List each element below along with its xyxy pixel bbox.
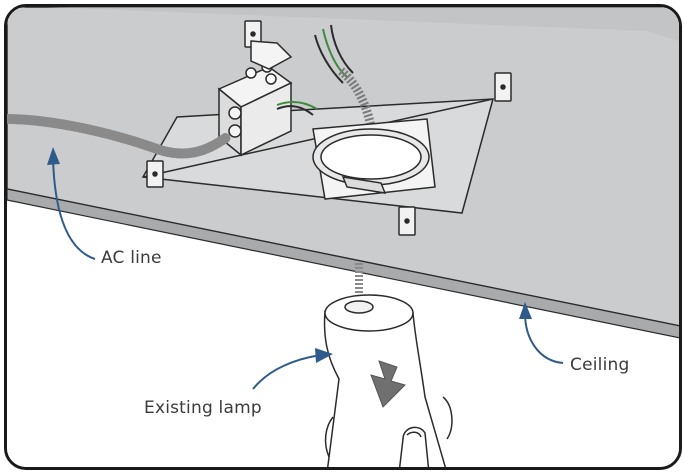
lamp-leader-arrow bbox=[252, 354, 322, 390]
down-arrow-icon bbox=[370, 360, 406, 408]
leader-arrows bbox=[47, 147, 564, 390]
recessed-housing bbox=[312, 118, 436, 200]
ceiling-back-wall bbox=[47, 7, 679, 42]
ceiling-arrowhead-icon bbox=[519, 302, 532, 319]
ceiling-leader-arrow bbox=[524, 312, 564, 364]
pointing-finger-icon bbox=[398, 426, 430, 467]
lamp-arrowhead-icon bbox=[315, 348, 333, 363]
ac-line-arrowhead-icon bbox=[47, 147, 60, 165]
diagram-frame: AC line Ceiling Existing lamp bbox=[4, 4, 682, 470]
installation-diagram bbox=[7, 7, 679, 467]
existing-lamp-label: Existing lamp bbox=[144, 398, 262, 418]
ac-line-conduit bbox=[7, 114, 232, 159]
ceiling-label: Ceiling bbox=[570, 355, 630, 375]
ceiling-front-edge bbox=[7, 188, 679, 339]
ac-line-label: AC line bbox=[101, 248, 162, 268]
ac-line-leader-arrow bbox=[52, 158, 96, 260]
junction-box bbox=[217, 40, 293, 157]
